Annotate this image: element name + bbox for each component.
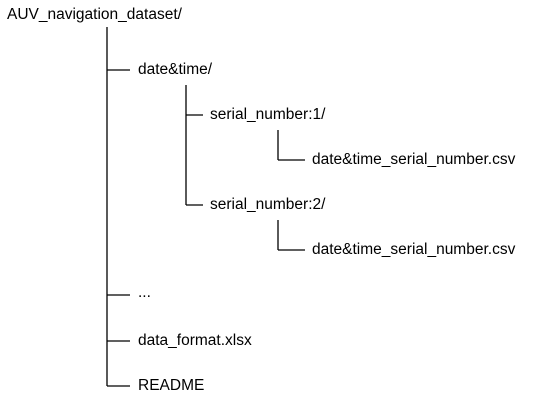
serial-2-folder-label: serial_number:2/ xyxy=(210,196,326,213)
serial-2-csv-file-label: date&time_serial_number.csv xyxy=(312,241,516,258)
readme-file-label: README xyxy=(138,377,205,394)
serial-1-folder-label: serial_number:1/ xyxy=(210,106,326,123)
data-format-file-label: data_format.xlsx xyxy=(138,332,252,349)
date-time-folder-label: date&time/ xyxy=(138,61,213,78)
root-folder-label: AUV_navigation_dataset/ xyxy=(7,6,182,23)
serial-1-csv-file-label: date&time_serial_number.csv xyxy=(312,151,516,168)
ellipsis-label: ... xyxy=(138,284,151,301)
